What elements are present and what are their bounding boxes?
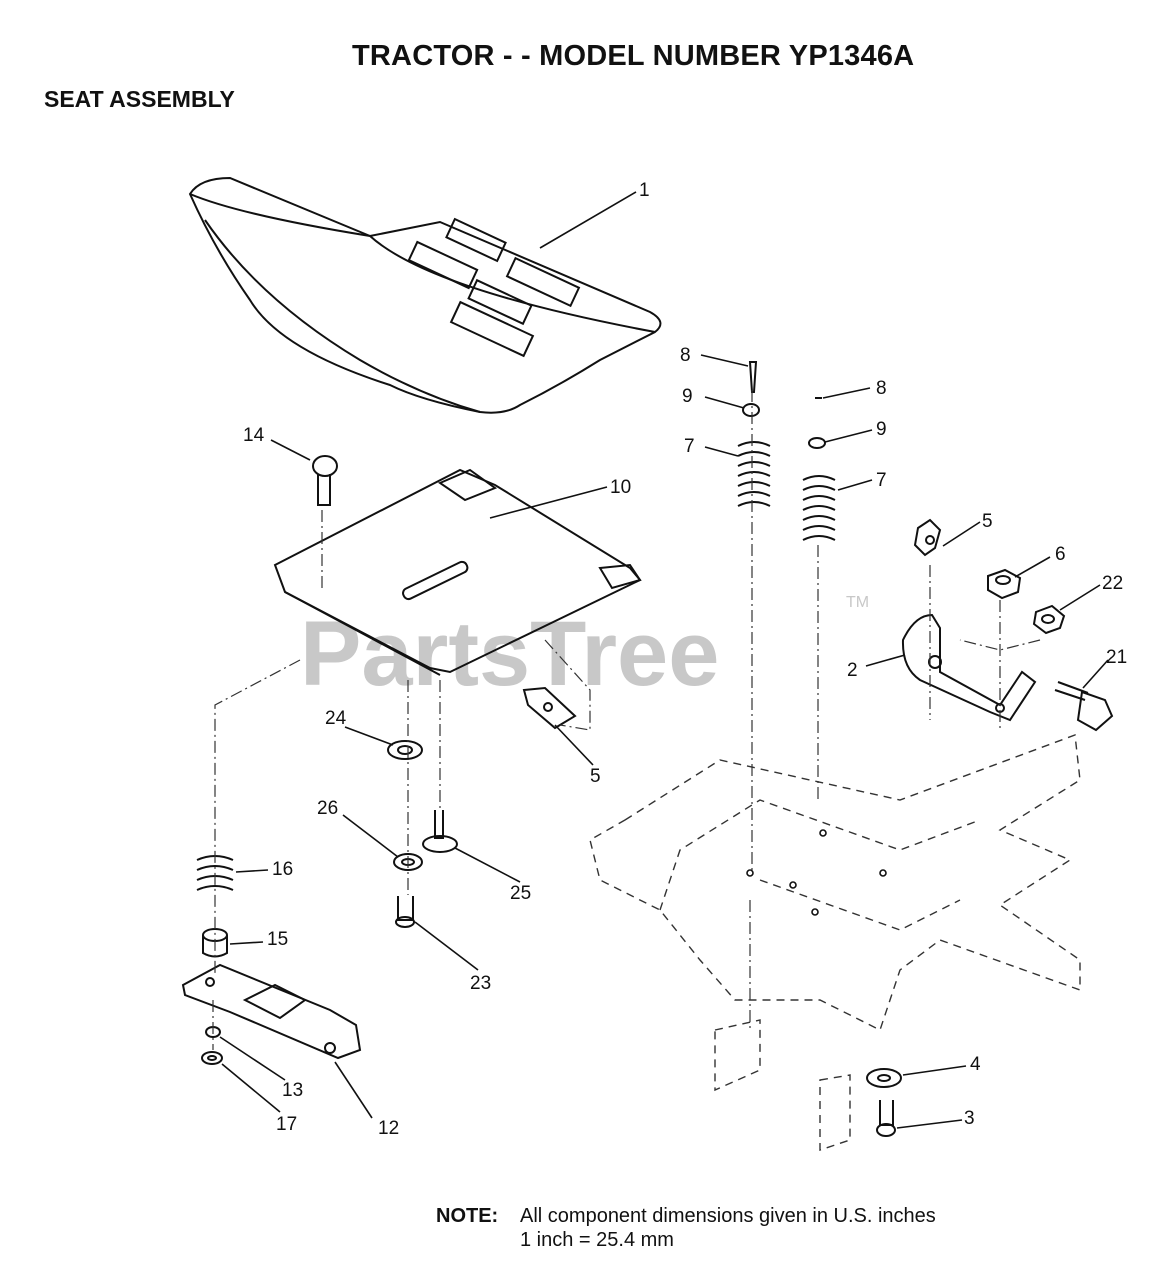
bolt-3[interactable] <box>876 1100 896 1137</box>
washer-9a[interactable] <box>742 403 760 417</box>
callout-21: 21 <box>1106 647 1127 668</box>
callout-6: 6 <box>1055 544 1066 565</box>
callout-7b: 7 <box>876 470 887 491</box>
callout-10: 10 <box>610 477 631 498</box>
section-title: SEAT ASSEMBLY <box>44 86 235 112</box>
note-line-1: All component dimensions given in U.S. i… <box>520 1205 936 1227</box>
callout-5a: 5 <box>982 511 993 532</box>
washer-4[interactable] <box>866 1068 902 1088</box>
bolt-23[interactable] <box>395 896 415 928</box>
clip-5b[interactable] <box>522 686 577 730</box>
spring-7b[interactable] <box>802 475 836 541</box>
bolt-21[interactable] <box>1054 681 1114 732</box>
nut-6[interactable] <box>987 568 1022 600</box>
callout-3: 3 <box>964 1108 975 1129</box>
watermark-tm: TM <box>846 594 869 611</box>
callout-4: 4 <box>970 1054 981 1075</box>
callout-25: 25 <box>510 883 531 904</box>
leader-lines <box>219 191 1109 1129</box>
callout-9b: 9 <box>876 419 887 440</box>
callout-5b: 5 <box>590 766 601 787</box>
callout-14: 14 <box>243 425 265 446</box>
callout-8a: 8 <box>680 345 691 366</box>
nut-22[interactable] <box>1032 604 1066 635</box>
hinge-bracket-2[interactable] <box>901 613 1037 722</box>
callout-7a: 7 <box>684 436 695 457</box>
clip-5a[interactable] <box>913 518 942 557</box>
cotter-pin-8a[interactable] <box>748 361 758 393</box>
callout-13: 13 <box>282 1080 303 1101</box>
bolt-14[interactable] <box>312 455 338 506</box>
callout-1: 1 <box>639 180 650 201</box>
callout-16: 16 <box>272 859 293 880</box>
callout-22: 22 <box>1102 573 1123 594</box>
watermark-text: PartsTree <box>300 603 719 705</box>
washer-17[interactable] <box>201 1051 223 1065</box>
seat-plate-12[interactable] <box>181 963 362 1060</box>
callout-17: 17 <box>276 1114 297 1135</box>
page-title: TRACTOR - - MODEL NUMBER YP1346A <box>352 40 915 72</box>
washer-24[interactable] <box>387 740 423 760</box>
dimension-note: NOTE: All component dimensions given in … <box>436 1204 936 1252</box>
callouts: 1 8 9 7 8 9 7 5 6 22 21 2 14 10 5 24 26 … <box>243 180 1127 1139</box>
callout-26: 26 <box>317 798 338 819</box>
note-line-2: 1 inch = 25.4 mm <box>520 1229 674 1251</box>
bolt-25[interactable] <box>422 810 458 853</box>
callout-9a: 9 <box>682 386 693 407</box>
callout-24: 24 <box>325 708 347 729</box>
tractor-frame <box>589 734 1081 1151</box>
callout-23: 23 <box>470 973 491 994</box>
callout-15: 15 <box>267 929 288 950</box>
alignment-lines <box>212 390 1041 1050</box>
washer-9b[interactable] <box>808 437 826 449</box>
spring-7a[interactable] <box>737 441 771 507</box>
callout-2: 2 <box>847 660 858 681</box>
callout-12: 12 <box>378 1118 399 1139</box>
seat-cushion[interactable] <box>188 176 662 414</box>
seat-pan[interactable] <box>273 468 642 676</box>
note-label: NOTE: <box>436 1205 499 1227</box>
frame-holes <box>746 829 887 916</box>
callout-8b: 8 <box>876 378 887 399</box>
